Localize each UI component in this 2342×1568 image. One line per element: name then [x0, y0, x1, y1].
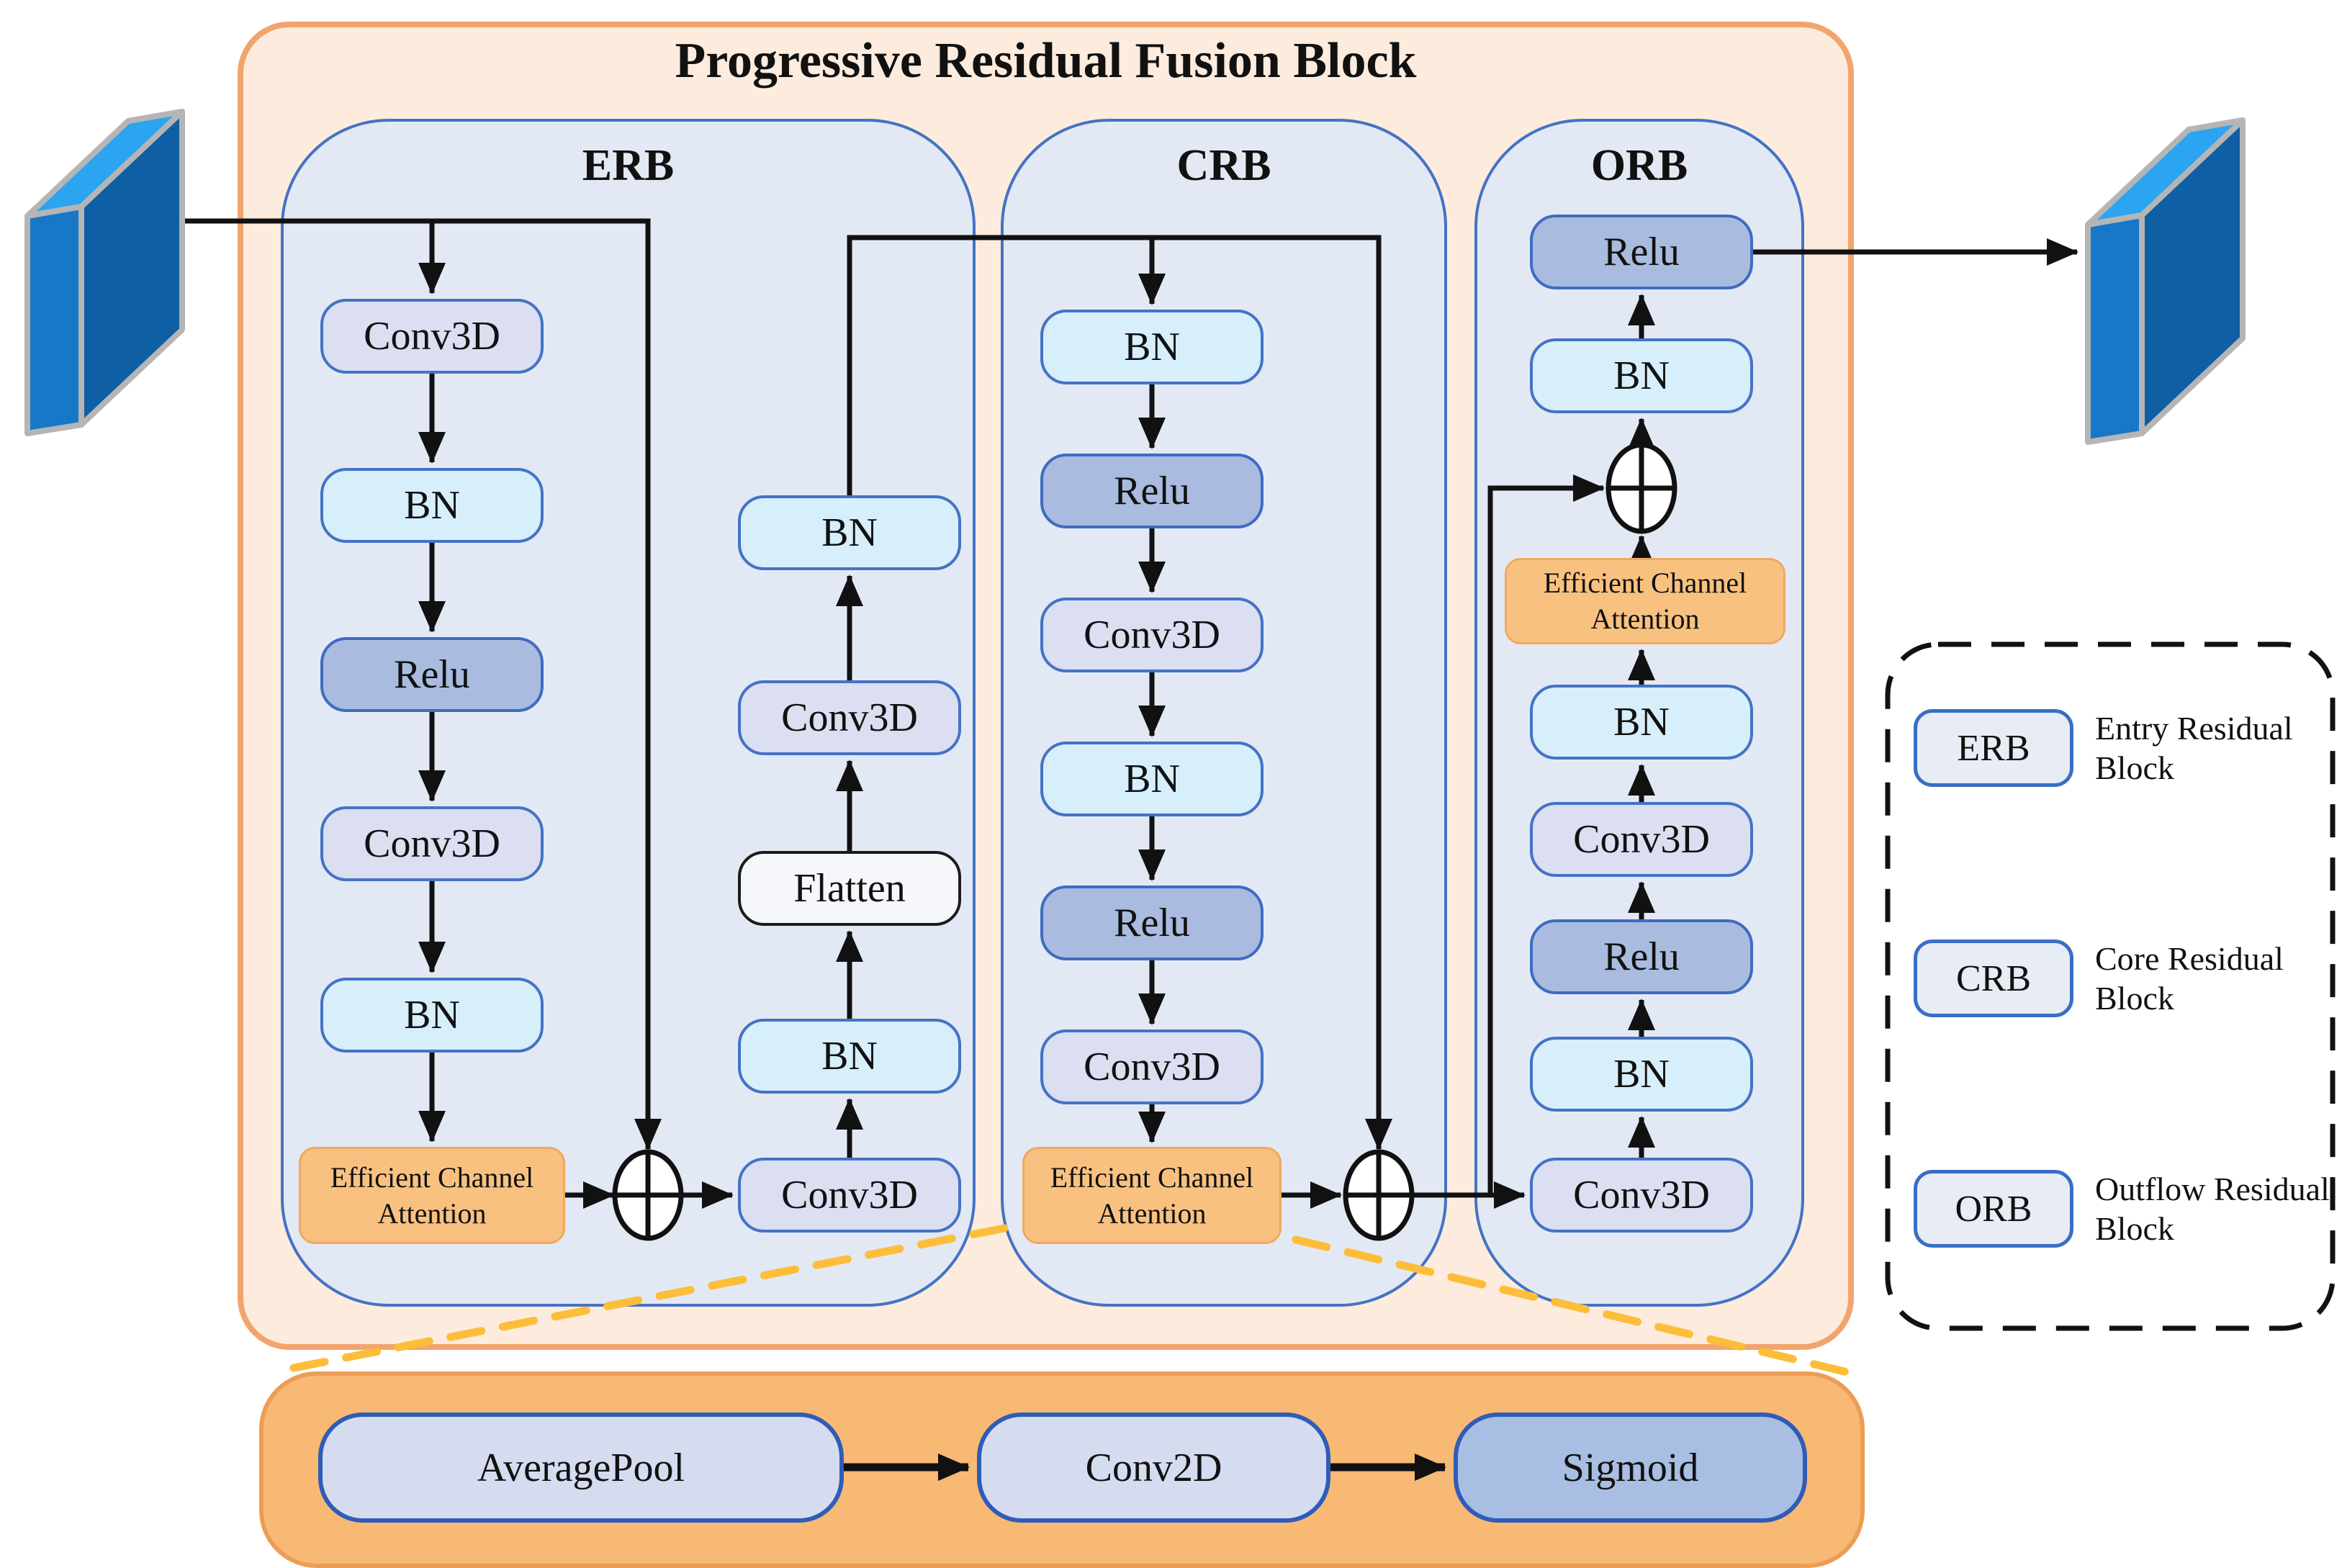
eca-sigmoid: Sigmoid — [1454, 1412, 1807, 1523]
output-tensor-top-face — [2085, 117, 2246, 227]
legend-chip-orb: ORB — [1914, 1170, 2073, 1248]
erb-efficient-channel-attention: Efficient Channel Attention — [299, 1147, 565, 1244]
orb-out-relu: Relu — [1530, 215, 1753, 289]
legend-name-orb: Outflow Residual Block — [2095, 1170, 2330, 1247]
orb-conv3d-2: Conv3D — [1530, 802, 1753, 877]
orb-bn-2: BN — [1530, 685, 1753, 760]
crb-relu-1: Relu — [1040, 454, 1264, 528]
erb-bn-1: BN — [320, 468, 544, 543]
diagram-title: Progressive Residual Fusion Block — [675, 33, 1417, 89]
crb-bn-1: BN — [1040, 310, 1264, 384]
erb-conv3d-1: Conv3D — [320, 299, 544, 374]
input-tensor-front-face — [24, 204, 84, 436]
orb-header: ORB — [1590, 141, 1688, 190]
crb-conv3d-1: Conv3D — [1040, 598, 1264, 672]
erb-relu-1: Relu — [320, 637, 544, 712]
orb-out-bn: BN — [1530, 338, 1753, 413]
erb-conv3d-2: Conv3D — [320, 806, 544, 881]
erb-header: ERB — [582, 141, 675, 190]
eca-conv2d: Conv2D — [977, 1412, 1330, 1523]
crb-header: CRB — [1176, 141, 1271, 190]
crb-container — [1001, 119, 1447, 1307]
erb-exit-bn-2: BN — [738, 495, 961, 570]
crb-bn-2: BN — [1040, 742, 1264, 816]
input-tensor-side-face — [78, 109, 185, 428]
orb-conv3d-1: Conv3D — [1530, 1158, 1753, 1233]
erb-flatten: Flatten — [738, 851, 961, 926]
output-tensor — [2085, 117, 2246, 445]
erb-exit-conv3d-2: Conv3D — [738, 680, 961, 755]
orb-relu-1: Relu — [1530, 919, 1753, 994]
crb-efficient-channel-attention: Efficient Channel Attention — [1022, 1147, 1282, 1244]
orb-bn-1: BN — [1530, 1037, 1753, 1112]
input-tensor-top-face — [24, 109, 185, 219]
output-tensor-side-face — [2139, 117, 2246, 436]
eca-averagepool: AveragePool — [318, 1412, 844, 1523]
legend-name-crb: Core Residual Block — [2095, 940, 2284, 1017]
erb-exit-conv3d-1: Conv3D — [738, 1158, 961, 1233]
legend-name-erb: Entry Residual Block — [2095, 709, 2293, 786]
erb-bn-2: BN — [320, 978, 544, 1053]
crb-conv3d-2: Conv3D — [1040, 1029, 1264, 1104]
crb-relu-2: Relu — [1040, 886, 1264, 960]
input-tensor — [24, 109, 185, 436]
erb-exit-bn-1: BN — [738, 1019, 961, 1094]
legend-chip-crb: CRB — [1914, 940, 2073, 1017]
output-tensor-front-face — [2085, 212, 2145, 445]
orb-efficient-channel-attention: Efficient Channel Attention — [1505, 558, 1785, 644]
legend-chip-erb: ERB — [1914, 709, 2073, 787]
